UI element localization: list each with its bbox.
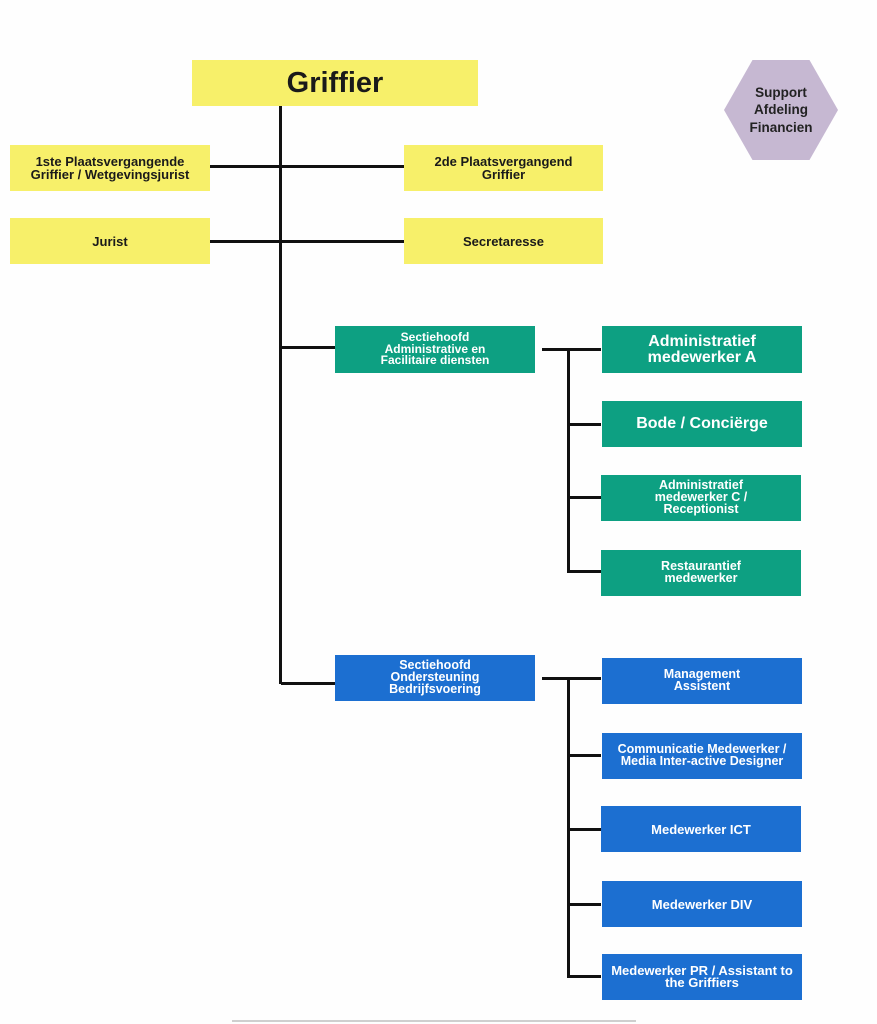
support-node: Support Afdeling Financien	[724, 60, 838, 160]
root-node-griffier: Griffier	[192, 60, 478, 106]
deputy-label: 1ste Plaatsvergangende Griffier / Wetgev…	[30, 154, 190, 182]
section-1-connector	[281, 346, 335, 349]
deputy-node-2: 2de Plaatsvergangend Griffier	[404, 145, 603, 191]
support-label: Support Afdeling Financien	[749, 84, 813, 135]
section-2-branch-trunk	[567, 677, 570, 977]
branch-1-1	[567, 348, 601, 351]
deputy-node-1: 1ste Plaatsvergangende Griffier / Wetgev…	[10, 145, 210, 191]
section-2-child-5: Medewerker PR / Assistant to the Griffie…	[602, 954, 802, 1000]
branch-1-2	[567, 423, 601, 426]
staff-connector	[208, 240, 404, 243]
section-1-child-2: Bode / Conciërge	[602, 401, 802, 447]
child-label: Medewerker PR / Assistant to the Griffie…	[611, 962, 793, 990]
section-1-child-4: Restaurantief medewerker	[601, 550, 801, 596]
main-trunk-line	[279, 106, 282, 684]
branch-1-3	[567, 496, 601, 499]
deputies-connector	[208, 165, 404, 168]
section-2-child-1: Management Assistent	[602, 658, 802, 704]
staff-label: Secretaresse	[463, 233, 544, 249]
section-head-facilities: Sectiehoofd Administrative en Facilitair…	[335, 326, 535, 373]
deputy-label: 2de Plaatsvergangend Griffier	[434, 154, 573, 182]
section-2-child-3: Medewerker ICT	[601, 806, 801, 852]
branch-2-5	[567, 975, 601, 978]
child-label: Restaurantief medewerker	[661, 559, 741, 585]
child-label: Medewerker DIV	[651, 896, 753, 912]
branch-2-2	[567, 754, 601, 757]
bottom-divider	[232, 1020, 636, 1022]
child-label: Administratief medewerker C / Receptioni…	[654, 478, 748, 516]
section-1-branch-trunk	[567, 348, 570, 573]
child-label: Bode / Conciërge	[636, 415, 768, 432]
child-label: Medewerker ICT	[651, 821, 751, 837]
section-2-connector	[281, 682, 335, 685]
root-label: Griffier	[286, 66, 384, 99]
section-1-child-3: Administratief medewerker C / Receptioni…	[601, 475, 801, 521]
section-head-operations: Sectiehoofd Ondersteuning Bedrijfsvoerin…	[335, 655, 535, 701]
staff-node-secretaresse: Secretaresse	[404, 218, 603, 264]
section-label: Sectiehoofd Administrative en Facilitair…	[380, 330, 490, 368]
branch-1-4	[567, 570, 601, 573]
section-label: Sectiehoofd Ondersteuning Bedrijfsvoerin…	[389, 658, 481, 696]
section-2-child-4: Medewerker DIV	[602, 881, 802, 927]
section-2-child-2: Communicatie Medewerker / Media Inter-ac…	[602, 733, 802, 779]
child-label: Management Assistent	[663, 667, 741, 693]
child-label: Administratief medewerker A	[647, 332, 757, 366]
branch-2-3	[567, 828, 601, 831]
section-1-child-1: Administratief medewerker A	[602, 326, 802, 373]
branch-2-4	[567, 903, 601, 906]
child-label: Communicatie Medewerker / Media Inter-ac…	[617, 742, 787, 768]
staff-node-jurist: Jurist	[10, 218, 210, 264]
staff-label: Jurist	[92, 233, 128, 249]
branch-2-1	[567, 677, 601, 680]
